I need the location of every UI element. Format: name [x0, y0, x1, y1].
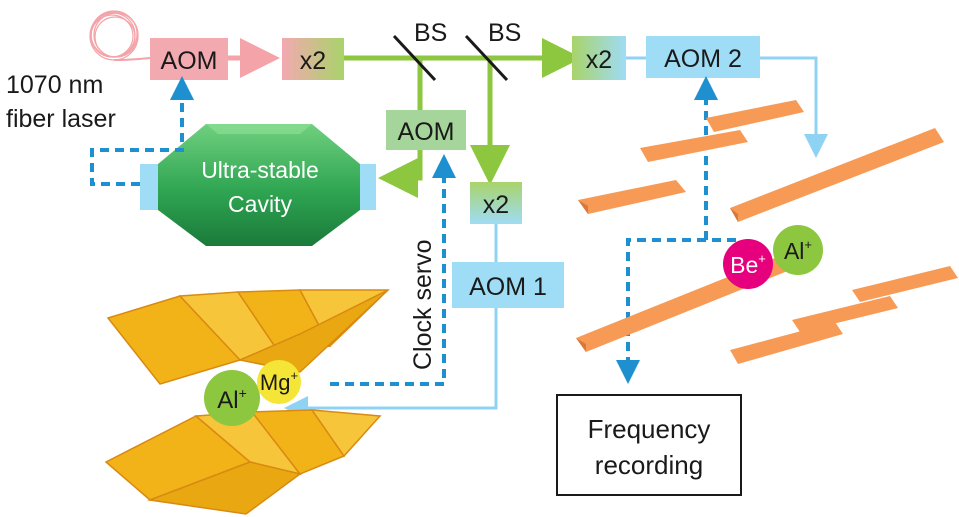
svg-text:Be+: Be+ — [730, 251, 766, 278]
green-beam-paths — [343, 38, 582, 198]
linear-trap-electrodes — [576, 100, 958, 364]
clock-servo-label: Clock servo — [409, 239, 437, 370]
fiber-coil-icon — [89, 10, 139, 61]
svg-text:AOM 1: AOM 1 — [469, 273, 547, 301]
svg-text:AOM: AOM — [398, 118, 455, 146]
al-ion-right: Al+ — [773, 225, 823, 275]
doubler-box-3: x2 — [470, 182, 522, 224]
bs-label-1: BS — [414, 19, 447, 47]
aom1-box: AOM 1 — [452, 262, 564, 308]
beamsplitter-2 — [464, 34, 509, 82]
recording-line1: Frequency — [588, 414, 711, 444]
al-ion-left: Al+ — [204, 370, 260, 426]
doubler-box-1: x2 — [282, 38, 344, 80]
bs-label-2: BS — [488, 19, 521, 47]
svg-text:x2: x2 — [483, 191, 509, 219]
aom-laser-box: AOM — [150, 38, 228, 80]
mg-ion: Mg+ — [257, 360, 301, 404]
be-ion: Be+ — [723, 239, 773, 289]
ultra-stable-cavity: Ultra-stable Cavity — [140, 124, 376, 246]
laser-label-line1: 1070 nm — [6, 71, 103, 99]
svg-text:Mg+: Mg+ — [260, 368, 298, 395]
aom2-box: AOM 2 — [646, 36, 760, 78]
svg-text:AOM: AOM — [161, 47, 218, 75]
frequency-recording-box: Frequency recording — [556, 394, 742, 496]
laser-label-line2: fiber laser — [6, 105, 116, 133]
svg-text:Cavity: Cavity — [228, 191, 292, 217]
svg-text:x2: x2 — [586, 46, 612, 74]
svg-text:AOM 2: AOM 2 — [664, 45, 742, 73]
wedge-trap-electrodes — [104, 289, 390, 515]
svg-text:Ultra-stable: Ultra-stable — [201, 157, 319, 183]
doubler-box-2: x2 — [572, 36, 626, 80]
svg-text:Al+: Al+ — [217, 385, 247, 414]
svg-text:Al+: Al+ — [784, 237, 812, 264]
recording-line2: recording — [595, 450, 703, 480]
svg-text:x2: x2 — [300, 47, 326, 75]
blue-beam-paths — [284, 56, 828, 420]
beamsplitter-1 — [392, 34, 437, 82]
aom-cavity-box: AOM — [386, 110, 466, 150]
